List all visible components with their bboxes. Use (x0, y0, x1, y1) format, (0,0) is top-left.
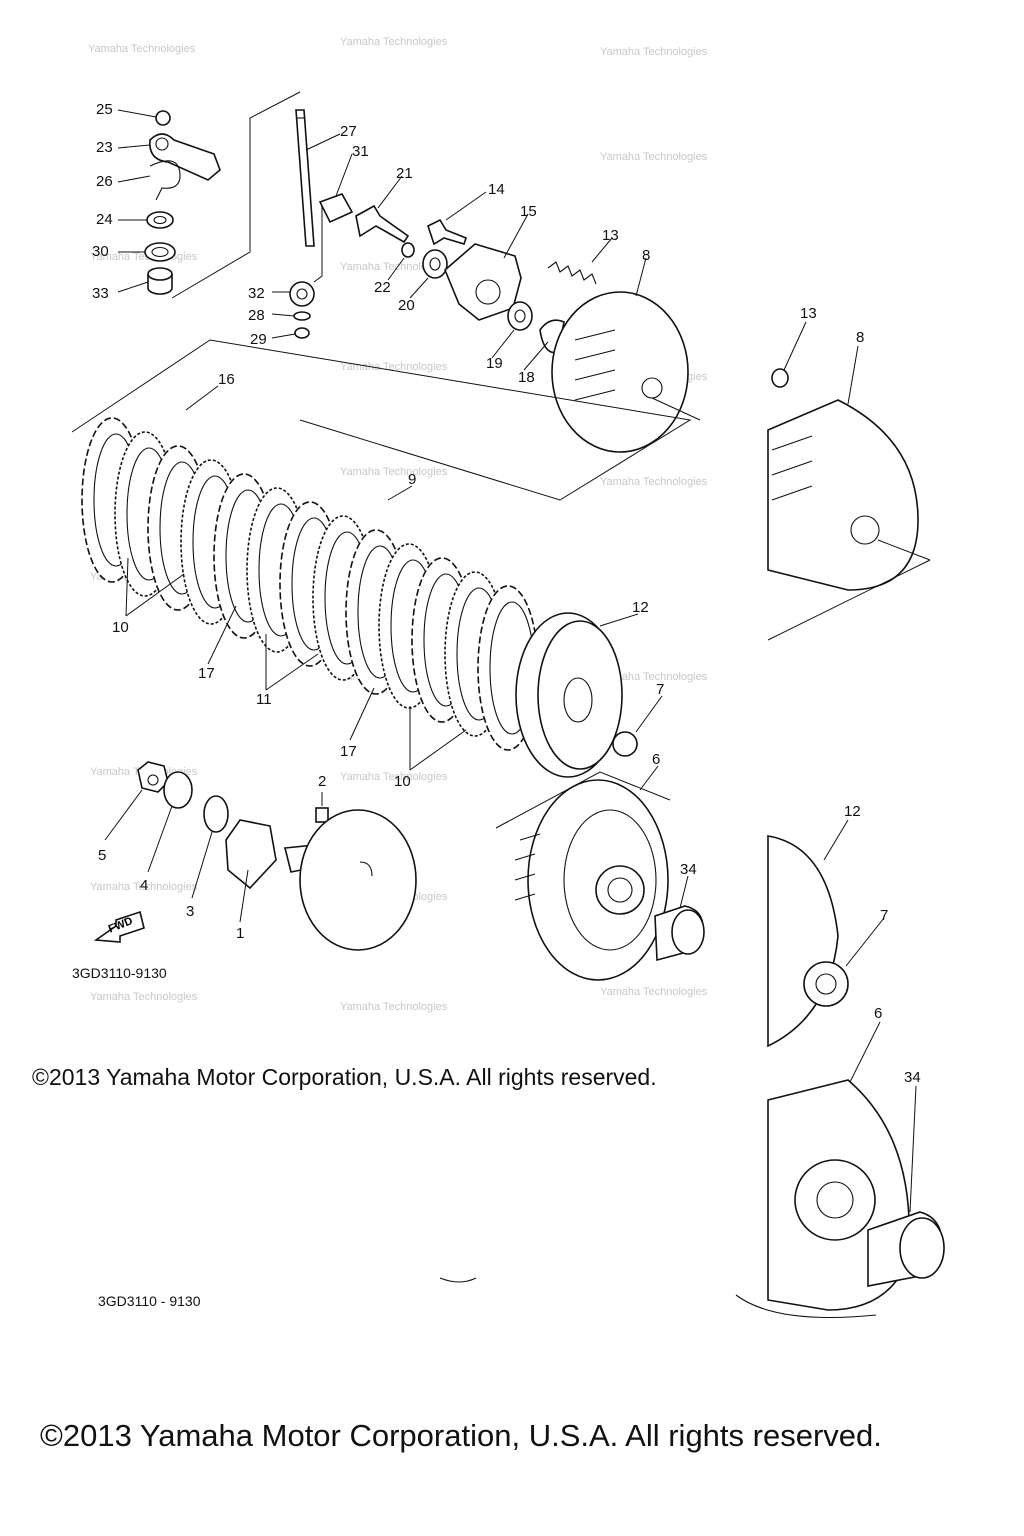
fwd-arrow-icon (93, 910, 145, 943)
label-30: 30 (92, 243, 109, 260)
label-5: 5 (98, 847, 106, 864)
label-17-left: 17 (198, 665, 215, 682)
label-15: 15 (520, 203, 537, 220)
label-4: 4 (140, 877, 148, 894)
watermark-3: Yamaha Technologies (600, 46, 708, 58)
pressure-plate-15 (444, 243, 522, 321)
lock-washer-7-detail (803, 961, 849, 1007)
watermark-13: Yamaha Technologies (600, 671, 708, 683)
watermark-16: Yamaha Technologies (90, 881, 198, 893)
label-26: 26 (96, 173, 113, 190)
label-6-detail: 6 (874, 1005, 882, 1022)
circlip-25 (155, 110, 171, 126)
washer-28 (293, 311, 311, 321)
label-34-detail: 34 (904, 1069, 921, 1086)
label-32: 32 (248, 285, 265, 302)
clutch-housing-group (495, 771, 705, 981)
screw-14 (427, 218, 467, 246)
lock-washer-4 (163, 771, 193, 809)
watermark-1: Yamaha Technologies (88, 43, 196, 55)
watermark-4: Yamaha Technologies (600, 151, 708, 163)
pinion-32 (289, 281, 315, 307)
watermark-9: Yamaha Technologies (340, 466, 448, 478)
label-8: 8 (642, 247, 650, 264)
bearing-20 (422, 249, 448, 279)
label-22: 22 (374, 279, 391, 296)
push-rod-21 (355, 204, 410, 244)
label-11: 11 (256, 691, 272, 708)
push-rod-27 (295, 109, 315, 247)
label-18: 18 (518, 369, 535, 386)
watermark-18: Yamaha Technologies (90, 991, 198, 1003)
label-25: 25 (96, 101, 113, 118)
copyright-notice: ©2013 Yamaha Motor Corporation, U.S.A. A… (40, 1418, 882, 1453)
label-23: 23 (96, 139, 113, 156)
oil-seal-30 (144, 242, 176, 262)
label-14: 14 (488, 181, 505, 198)
label-24: 24 (96, 211, 113, 228)
label-13: 13 (602, 227, 619, 244)
circlip-3 (203, 795, 229, 833)
clutch-plate-stack (71, 339, 692, 778)
washer-24 (146, 211, 174, 229)
crank-web (299, 809, 417, 951)
label-2: 2 (318, 773, 326, 790)
lever-hole (155, 137, 169, 151)
label-12-detail: 12 (844, 803, 861, 820)
label-9: 9 (408, 471, 416, 488)
label-20: 20 (398, 297, 415, 314)
label-1: 1 (236, 925, 244, 942)
label-21: 21 (396, 165, 413, 182)
shift-lever-23 (149, 133, 221, 181)
copyright-notice-inner: ©2013 Yamaha Motor Corporation, U.S.A. A… (32, 1064, 657, 1090)
push-piece-31 (318, 193, 354, 224)
label-8-detail: 8 (856, 329, 864, 346)
circlip-29 (294, 327, 310, 339)
label-19: 19 (486, 355, 503, 372)
watermark-15: Yamaha Technologies (340, 771, 448, 783)
clutch-boss-8 (551, 291, 689, 453)
label-10-left: 10 (112, 619, 129, 636)
label-16: 16 (218, 371, 235, 388)
label-12: 12 (632, 599, 649, 616)
label-27: 27 (340, 123, 357, 140)
right-detail-group (439, 368, 945, 1319)
diagram-code-small: 3GD3110-9130 (72, 965, 167, 981)
watermark-19: Yamaha Technologies (340, 1001, 448, 1013)
primary-gear-1 (225, 819, 277, 890)
label-31: 31 (352, 143, 369, 160)
label-7: 7 (656, 681, 664, 698)
watermark-2: Yamaha Technologies (340, 36, 448, 48)
bearing-19 (507, 301, 533, 331)
pressure-plate-12-detail (767, 835, 839, 1048)
clutch-boss-8-detail (767, 399, 919, 591)
label-33: 33 (92, 285, 109, 302)
label-28: 28 (248, 307, 265, 324)
spring-13 (547, 261, 597, 285)
diagram-code-large: 3GD3110 - 9130 (98, 1293, 201, 1309)
lock-washer-7 (612, 731, 638, 757)
leader-lines (104, 109, 917, 1213)
label-29: 29 (250, 331, 267, 348)
label-17-right: 17 (340, 743, 357, 760)
watermark-5: Yamaha Technologies (340, 261, 448, 273)
label-7-detail: 7 (880, 907, 888, 924)
label-6: 6 (652, 751, 660, 768)
label-3: 3 (186, 903, 194, 920)
watermark-20: Yamaha Technologies (600, 986, 708, 998)
o-ring-22 (401, 242, 415, 258)
shift-shaft-group (144, 91, 410, 339)
spring-13-detail (771, 368, 789, 388)
primary-drive-group: FWD (93, 761, 417, 951)
key-2 (315, 807, 329, 823)
callouts: 25 23 26 24 30 33 27 31 21 14 15 13 8 22… (72, 101, 921, 1309)
label-34: 34 (680, 861, 697, 878)
pressure-plate-group (401, 218, 701, 453)
watermark-7: Yamaha Technologies (340, 361, 448, 373)
watermark-10: Yamaha Technologies (600, 476, 708, 488)
label-13-detail: 13 (800, 305, 817, 322)
label-10-right: 10 (394, 773, 411, 790)
spring-26 (149, 160, 181, 201)
